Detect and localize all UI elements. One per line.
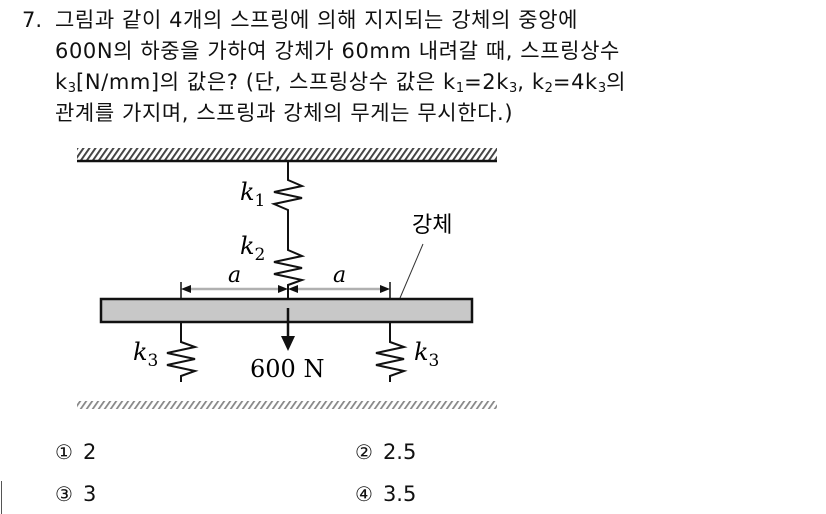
option-2[interactable]: ② 2.5 bbox=[355, 438, 416, 466]
label-k1: k1 bbox=[240, 178, 265, 211]
option-2-value: 2.5 bbox=[382, 440, 417, 464]
spring-k1-k2-series bbox=[270, 161, 306, 298]
label-rigid-body: 강체 bbox=[412, 213, 452, 238]
option-4-value: 3.5 bbox=[382, 482, 417, 506]
question-line-3: k3[N/mm]의 값은? (단, 스프링상수 값은 k1=2k3, k2=4k… bbox=[55, 70, 627, 96]
left-edge-divider bbox=[1, 481, 2, 514]
spring-k3-right bbox=[375, 322, 408, 382]
question-line-2: 600N의 하중을 가하여 강체가 60mm 내려갈 때, 스프링상수 bbox=[55, 39, 620, 63]
label-k3-right: k3 bbox=[414, 338, 439, 371]
option-1[interactable]: ① 2 bbox=[55, 438, 96, 466]
label-k2: k2 bbox=[240, 232, 265, 265]
ceiling-support bbox=[77, 148, 497, 163]
option-4-mark: ④ bbox=[355, 482, 373, 506]
question-line-1: 그림과 같이 4개의 스프링에 의해 지지되는 강체의 중앙에 bbox=[55, 8, 579, 32]
option-3[interactable]: ③ 3 bbox=[55, 480, 96, 508]
option-4[interactable]: ④ 3.5 bbox=[355, 480, 416, 508]
floor-support bbox=[77, 401, 497, 409]
option-1-value: 2 bbox=[82, 440, 97, 464]
label-k3-left: k3 bbox=[133, 338, 158, 371]
label-a-left: a bbox=[228, 263, 241, 288]
label-a-right: a bbox=[333, 263, 346, 288]
question-number: 7. bbox=[22, 8, 43, 32]
option-3-value: 3 bbox=[82, 482, 97, 506]
dimension-a-right bbox=[288, 282, 391, 298]
load-arrow-icon bbox=[281, 308, 295, 351]
spring-k3-left bbox=[166, 322, 199, 382]
option-2-mark: ② bbox=[355, 440, 373, 464]
rigid-bar bbox=[99, 297, 474, 324]
rigid-body-leader-line bbox=[399, 243, 424, 299]
option-1-mark: ① bbox=[55, 440, 73, 464]
dimension-a-left bbox=[180, 282, 288, 298]
option-3-mark: ③ bbox=[55, 482, 73, 506]
label-load: 600 N bbox=[250, 355, 324, 383]
question-line-4: 관계를 가지며, 스프링과 강체의 무게는 무시한다.) bbox=[55, 101, 514, 125]
